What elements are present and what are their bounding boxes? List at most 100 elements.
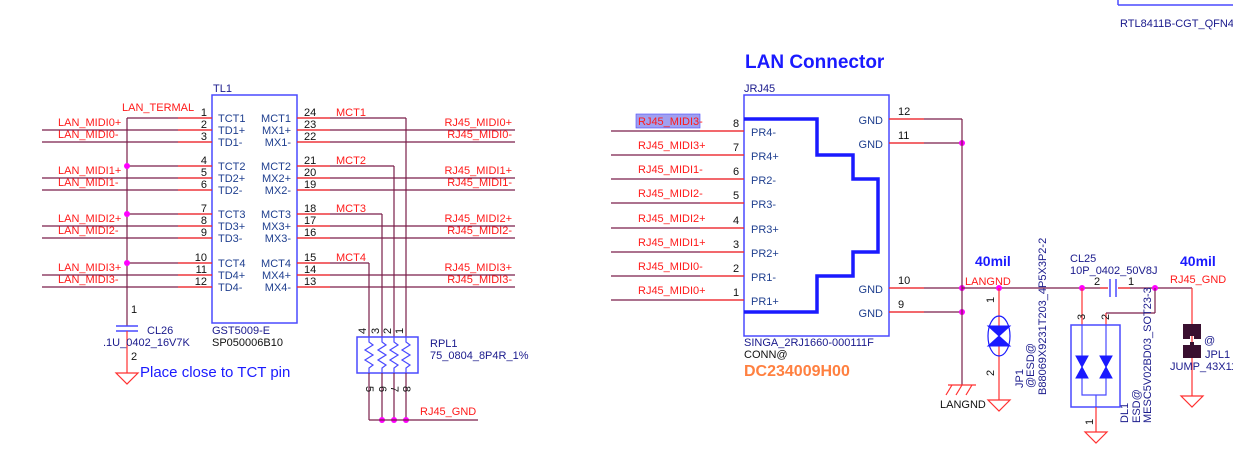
pin-number: 7 <box>733 142 739 154</box>
net-label-connector: RJ45_MIDI1+ <box>638 237 706 249</box>
pin-number: 2 <box>1100 314 1112 320</box>
pin-name: TD2- <box>218 185 243 197</box>
pin-number: 11 <box>196 264 207 276</box>
pin-name: TD4+ <box>218 270 245 282</box>
pin-number: 3 <box>733 239 739 251</box>
pin-number: 19 <box>304 179 316 191</box>
connector-part: SINGA_2RJ1660-000111F <box>744 337 874 349</box>
net-label-left: LAN_MIDI3+ <box>58 262 121 274</box>
pin-number: 12 <box>195 276 207 288</box>
cl26-ref: CL26 <box>147 325 173 337</box>
pin-number: 3 <box>1076 314 1088 320</box>
pin-number: 2 <box>382 328 394 334</box>
net-label-right: RJ45_MIDI1- <box>447 177 512 189</box>
resistor-icon <box>376 337 388 373</box>
pin-number: 4 <box>201 155 207 167</box>
net-label-connector: RJ45_MIDI1- <box>638 164 703 176</box>
dl1-part: MESC5V02BD03_SOT23-3 <box>1142 287 1154 423</box>
net-label-rj45-gnd: RJ45_GND <box>1170 274 1226 286</box>
pin-number: 22 <box>304 131 316 143</box>
ground-icon <box>1179 395 1205 408</box>
tl1-part: GST5009-E <box>212 325 270 337</box>
pin-name: GND <box>859 308 884 320</box>
ground-icon <box>1083 431 1109 444</box>
pin-name: PR2- <box>751 175 776 187</box>
pin-number: 7 <box>388 386 400 392</box>
pin-number: 8 <box>201 215 207 227</box>
placement-note: Place close to TCT pin <box>140 364 290 381</box>
pin-name: MCT1 <box>261 113 291 125</box>
pin-name: MCT4 <box>261 258 291 270</box>
tl1-ref: TL1 <box>213 83 232 95</box>
pin-name: MX4- <box>265 282 292 294</box>
pin-name: PR4- <box>751 127 776 139</box>
cl26-value: .1U_0402_16V7K <box>103 337 191 349</box>
resistor-icon <box>363 337 375 373</box>
pin-name: MX2+ <box>262 173 291 185</box>
cl25-value: 10P_0402_50V8J <box>1070 265 1157 277</box>
pin-name: MX1+ <box>262 125 291 137</box>
pin-name: TD1- <box>218 137 243 149</box>
dl1-internal-wire <box>1081 325 1107 407</box>
resistor-icon <box>388 337 400 373</box>
pin-number: 15 <box>304 252 316 264</box>
net-label-connector: RJ45_MIDI0- <box>638 261 703 273</box>
net-label-right: RJ45_MIDI0+ <box>444 117 512 129</box>
pin-number: 6 <box>201 179 207 191</box>
pin-number: 6 <box>733 166 739 178</box>
net-label-right: RJ45_MIDI2- <box>447 225 512 237</box>
pin-number: 14 <box>304 264 316 276</box>
pin-name: MCT3 <box>261 209 291 221</box>
jpl1-variant: @ <box>1204 335 1215 347</box>
pin-name: MCT2 <box>261 161 291 173</box>
net-label-right: RJ45_MIDI3- <box>447 274 512 286</box>
jp1-part: B88069X9231T203_4P5X3P2-2 <box>1037 238 1049 395</box>
trace-width: 40mil <box>1180 253 1216 269</box>
pin-name: PR4+ <box>751 151 779 163</box>
dl1-ref: DL1 <box>1119 403 1131 423</box>
connector-box <box>743 94 890 337</box>
junction-dot <box>124 260 130 266</box>
net-label-connector: RJ45_MIDI2- <box>638 188 703 200</box>
tl1-pn: SP050006B10 <box>212 337 283 349</box>
pin-name: PR2+ <box>751 248 779 260</box>
resistor-icon <box>400 337 412 373</box>
pin-name: MX2- <box>265 185 292 197</box>
ic-part-label: RTL8411B-CGT_QFN4 <box>1120 18 1233 30</box>
connector-variant: CONN@ <box>744 349 788 361</box>
pin-number: 8 <box>733 118 739 130</box>
pin-number: 1 <box>394 328 406 334</box>
pin-number: 2 <box>1094 276 1100 288</box>
tvs-diode-icon <box>1099 355 1113 379</box>
pin-number: 24 <box>304 107 316 119</box>
pin-number: 4 <box>357 328 369 334</box>
pin-number: 23 <box>304 119 316 131</box>
pin-number: 2 <box>985 370 997 376</box>
pin-number: 18 <box>304 203 316 215</box>
pin-number: 12 <box>898 106 910 118</box>
pin-name: GND <box>859 284 884 296</box>
spark-gap-icon <box>986 325 1012 347</box>
dl1-variant: ESD@ <box>1131 389 1143 423</box>
junction-dot <box>124 211 130 217</box>
pin-number: 16 <box>304 227 316 239</box>
net-label-mct: MCT3 <box>336 203 366 215</box>
jpl1-ref: JPL1 <box>1205 349 1230 361</box>
pin-number: 5 <box>733 190 739 202</box>
pin-name: TCT4 <box>218 258 246 270</box>
pin-number: 4 <box>733 215 739 227</box>
net-label-left: LAN_MIDI3- <box>58 274 119 286</box>
pin-number: 7 <box>201 203 207 215</box>
pin-name: TCT3 <box>218 209 246 221</box>
net-label-connector: RJ45_MIDI3- <box>638 116 703 128</box>
pin-number: 1 <box>1128 276 1134 288</box>
ground-icon <box>986 399 1012 412</box>
jpl1-part: JUMP_43X118 <box>1170 361 1233 373</box>
connector-pn: DC234009H00 <box>744 363 850 380</box>
net-label-right: RJ45_MIDI0- <box>447 129 512 141</box>
net-label-connector: RJ45_MIDI2+ <box>638 213 706 225</box>
junction-dot <box>124 163 130 169</box>
pin-number: 3 <box>201 131 207 143</box>
pin-number: 2 <box>131 351 137 363</box>
